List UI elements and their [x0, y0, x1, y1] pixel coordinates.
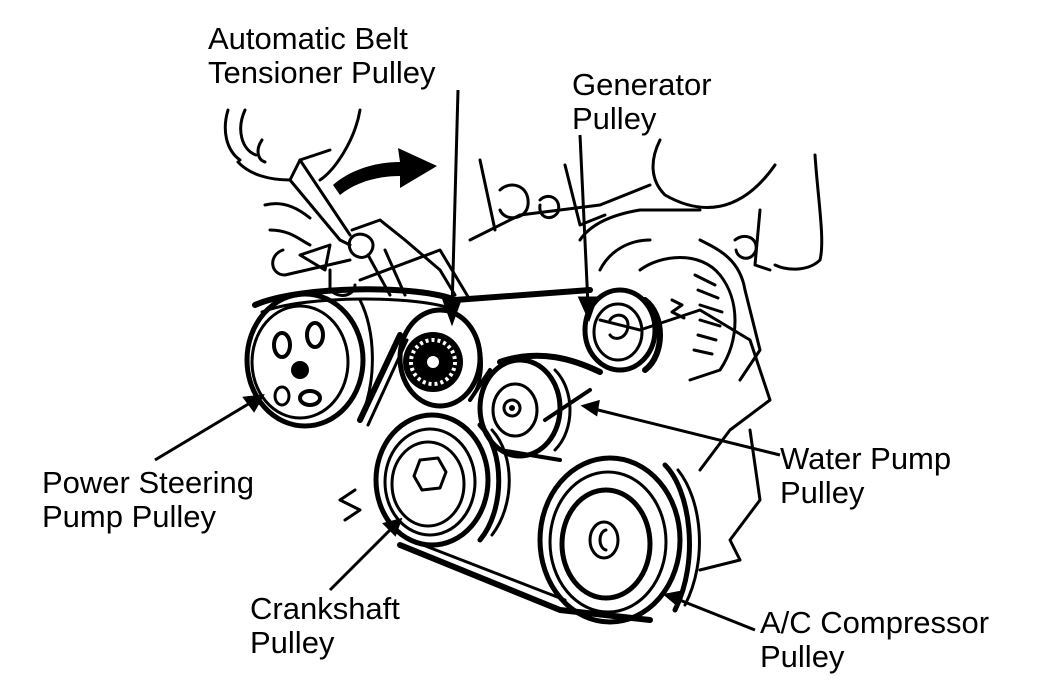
generator-body	[638, 256, 737, 382]
clockwise-rotation-arrow	[333, 148, 437, 195]
automatic-belt-tensioner-pulley	[397, 307, 483, 409]
label-line: Pulley	[760, 639, 845, 674]
label-ac-compressor-pulley: A/C Compressor Pulley	[760, 606, 989, 674]
label-line: Generator	[572, 67, 712, 102]
label-water-pump-pulley: Water Pump Pulley	[780, 442, 951, 510]
label-line: Pulley	[572, 101, 657, 136]
engine-block-outline	[338, 158, 772, 572]
label-crankshaft-pulley: Crankshaft Pulley	[250, 592, 400, 660]
label-line: Water Pump	[780, 441, 952, 476]
label-line: Crankshaft	[250, 591, 400, 626]
water-pump-arrowhead	[580, 399, 600, 417]
label-line: Pulley	[250, 625, 335, 660]
label-line: A/C Compressor	[760, 605, 990, 640]
ac-compressor-pulley	[537, 455, 701, 625]
crankshaft-pulley	[373, 412, 511, 548]
hand-with-wrench	[223, 108, 457, 297]
label-line: Pump Pulley	[42, 499, 217, 534]
drive-belt	[252, 286, 653, 623]
label-line: Tensioner Pulley	[208, 55, 436, 90]
label-power-steering-pump-pulley: Power Steering Pump Pulley	[42, 466, 254, 534]
ac-compressor-arrowhead	[662, 590, 685, 608]
label-generator-pulley: Generator Pulley	[572, 68, 712, 136]
crankshaft-arrowhead	[382, 517, 403, 537]
generator-arrowhead	[577, 296, 599, 323]
label-line: Power Steering	[42, 465, 254, 500]
generator-pulley	[582, 287, 663, 373]
tensioner-arrowhead	[441, 298, 463, 327]
power-steering-arrowhead	[242, 394, 265, 413]
label-line: Automatic Belt	[208, 21, 408, 56]
leader-lines	[154, 89, 781, 632]
label-automatic-belt-tensioner-pulley: Automatic Belt Tensioner Pulley	[208, 22, 435, 90]
power-steering-pump-pulley	[244, 291, 374, 429]
label-line: Pulley	[780, 475, 865, 510]
